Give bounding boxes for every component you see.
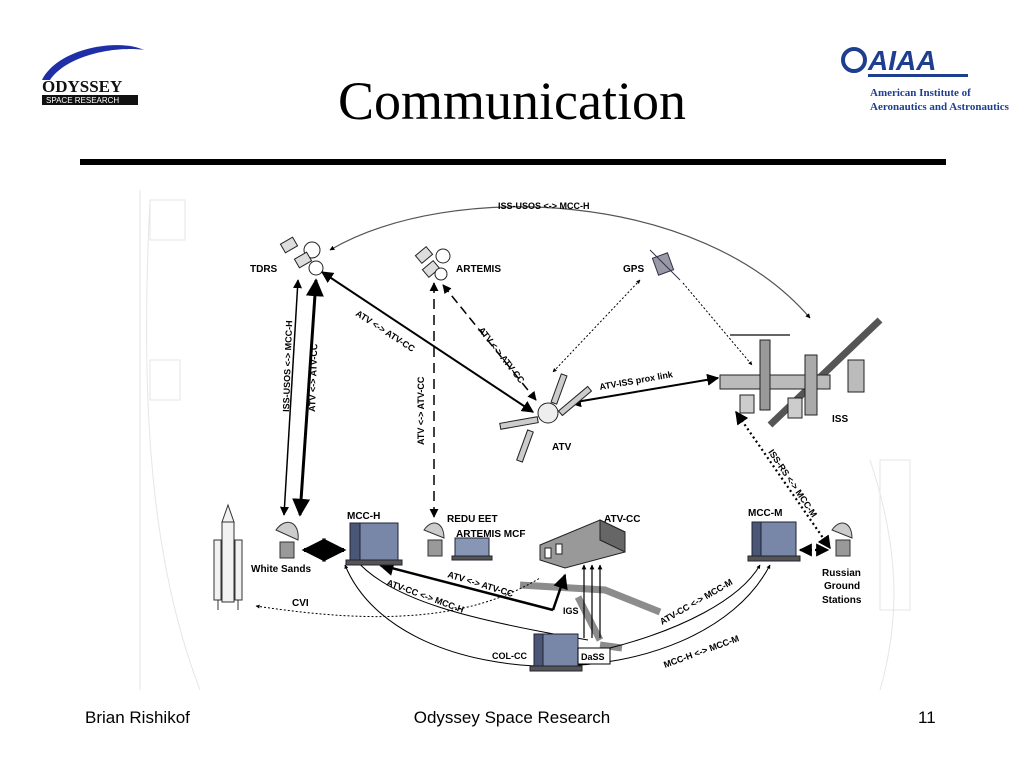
svg-text:CVI: CVI (292, 598, 309, 609)
svg-text:ATV-CC: ATV-CC (604, 514, 640, 525)
rocket-icon (213, 503, 243, 610)
footer-page-number: 11 (918, 708, 936, 727)
svg-text:AIAA: AIAA (867, 45, 936, 76)
link-gps-iss (682, 282, 753, 366)
svg-text:Stations: Stations (822, 595, 862, 606)
artemis-satellite-icon (414, 245, 451, 281)
svg-text:TDRS: TDRS (250, 264, 278, 275)
svg-text:ODYSSEY: ODYSSEY (42, 77, 122, 96)
atv-cc-building-icon (539, 519, 626, 569)
svg-text:ISS: ISS (832, 414, 848, 425)
svg-text:DaSS: DaSS (581, 652, 605, 662)
link-atvcc-mccm (609, 564, 761, 649)
ground-network-pipes (519, 581, 662, 652)
svg-text:Aeronautics and Astronautics: Aeronautics and Astronautics (870, 101, 1010, 113)
svg-text:ATV <-> ATV-CC: ATV <-> ATV-CC (416, 376, 426, 445)
igs-links (581, 564, 603, 638)
link-atv-iss-prox (568, 373, 720, 408)
dass-box (577, 647, 611, 665)
svg-text:MCC-H: MCC-H (347, 511, 380, 522)
svg-text:ATV <-> ATV-CC: ATV <-> ATV-CC (476, 325, 526, 385)
svg-text:ATV <-> ATV-CC: ATV <-> ATV-CC (307, 343, 319, 412)
link-atvcc-mcch-curve (355, 559, 589, 641)
svg-text:MCC-M: MCC-M (748, 508, 782, 519)
footer-company: Odyssey Space Research (413, 708, 611, 727)
link-gps-atv (552, 279, 641, 373)
iss-station-icon (719, 317, 883, 428)
svg-text:ISS-USOS <-> MCC-H: ISS-USOS <-> MCC-H (281, 320, 294, 412)
background-sketch (139, 190, 911, 691)
svg-text:IGS: IGS (563, 606, 579, 616)
tdrs-satellite-icon (279, 236, 324, 276)
communication-diagram: ISS-USOS <-> MCC-H ATV <-> ATV-CC ATV <-… (100, 168, 928, 703)
svg-text:ARTEMIS: ARTEMIS (456, 264, 501, 275)
col-cc-building-icon (529, 633, 583, 672)
svg-text:ATV: ATV (552, 442, 572, 453)
footer-author: Brian Rishikof (85, 708, 190, 727)
artemis-mcf-building-icon (451, 537, 493, 561)
russian-dish-icon (831, 522, 853, 557)
title-divider (80, 159, 946, 165)
link-mcch-atvcc (378, 561, 554, 612)
svg-text:GPS: GPS (623, 264, 644, 275)
atv-spacecraft-icon (499, 373, 593, 463)
link-tdrs-whitesands-b (292, 278, 324, 517)
svg-text:Russian: Russian (822, 568, 861, 579)
mcc-m-building-icon (747, 521, 801, 562)
svg-text:ATV-ISS prox link: ATV-ISS prox link (599, 369, 675, 392)
odyssey-logo: ODYSSEY SPACE RESEARCH (38, 40, 148, 108)
svg-text:White Sands: White Sands (251, 564, 311, 575)
link-iss-usos-mcch-top (329, 206, 811, 319)
link-artemis-atv (442, 284, 537, 401)
redu-dish-icon (423, 522, 445, 557)
svg-text:MCC-H <-> MCC-M: MCC-H <-> MCC-M (662, 633, 740, 670)
mcc-h-building-icon (345, 522, 403, 566)
aiaa-logo: AIAA American Institute of Aeronautics a… (840, 38, 1010, 118)
link-atvcc-ground (551, 573, 568, 611)
svg-text:American Institute of: American Institute of (870, 87, 971, 99)
white-sands-dish-icon (275, 521, 299, 559)
gps-satellite-icon (649, 249, 681, 281)
svg-text:SPACE RESEARCH: SPACE RESEARCH (46, 96, 119, 105)
svg-text:COL-CC: COL-CC (492, 651, 527, 661)
svg-text:REDU EET: REDU EET (447, 514, 498, 525)
slide-title: Communication (338, 71, 686, 131)
svg-text:Ground: Ground (824, 581, 860, 592)
svg-text:ARTEMIS MCF: ARTEMIS MCF (456, 529, 525, 540)
link-tdrs-atv (321, 271, 534, 413)
svg-text:ISS-USOS <-> MCC-H: ISS-USOS <-> MCC-H (498, 201, 590, 211)
